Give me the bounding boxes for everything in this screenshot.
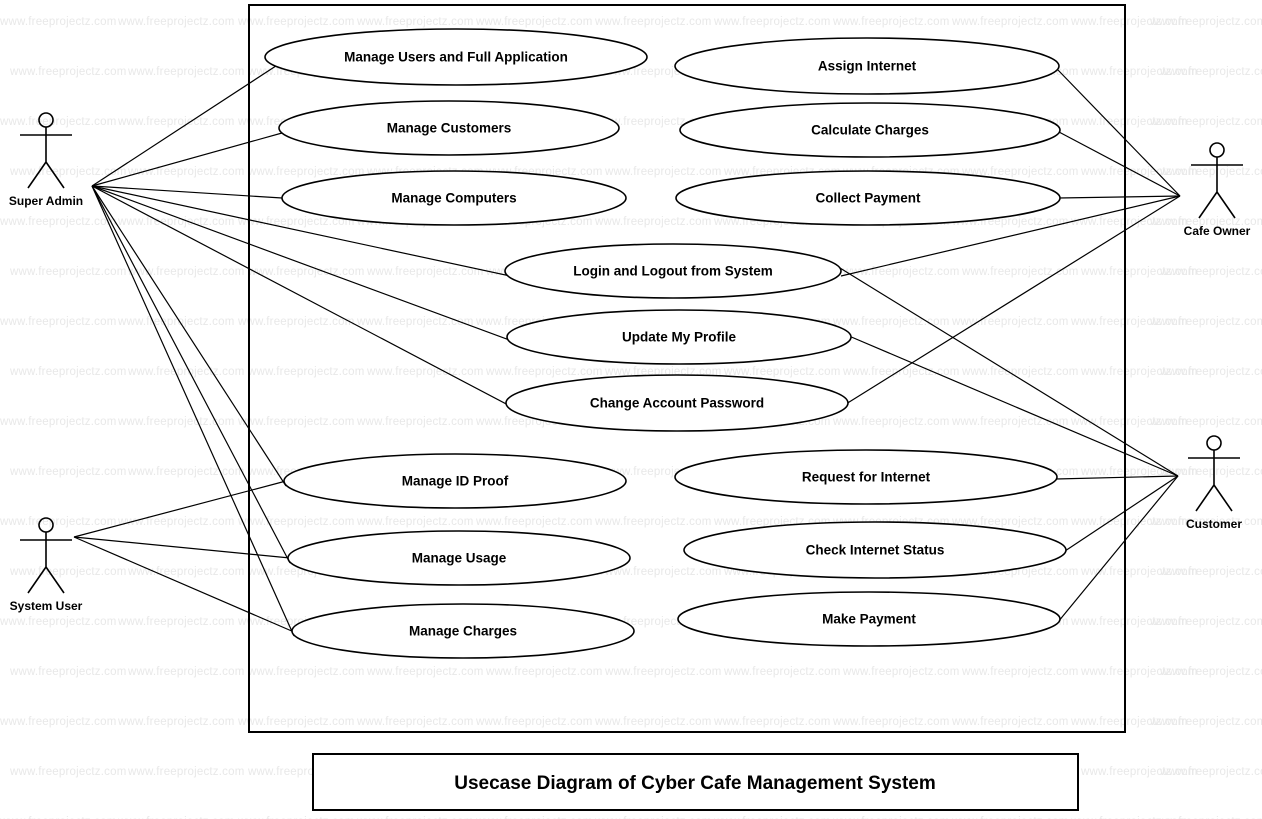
actor-label-system-user: System User — [10, 599, 83, 613]
usecase-oval-check-internet-status[interactable] — [683, 521, 1067, 579]
usecase-oval-manage-usage[interactable] — [287, 530, 631, 586]
usecase-label-assign-internet: Assign Internet — [818, 59, 917, 74]
assoc-cafeowner-calculate-charges — [1058, 131, 1181, 197]
assoc-cafeowner-assign-internet — [1057, 69, 1181, 197]
usecase-label-manage-computers: Manage Computers — [391, 191, 516, 206]
usecase-label-calculate-charges: Calculate Charges — [811, 123, 929, 138]
assoc-superadmin-manage-usage — [91, 185, 291, 564]
usecase-oval-change-account-password[interactable] — [505, 374, 849, 432]
usecase-label-update-my-profile: Update My Profile — [622, 330, 737, 345]
association-lines — [73, 61, 1181, 637]
assoc-systemuser-manage-charges — [73, 536, 295, 633]
usecase-oval-collect-payment[interactable] — [675, 170, 1061, 226]
usecase-label-manage-usage: Manage Usage — [412, 551, 507, 566]
assoc-cafeowner-collect-payment — [1058, 195, 1181, 199]
actor-label-customer: Customer — [1186, 517, 1242, 531]
assoc-superadmin-change-password — [91, 185, 511, 407]
assoc-systemuser-manage-usage — [73, 536, 291, 559]
assoc-cafeowner-change-password — [845, 195, 1181, 405]
usecase-oval-request-for-internet[interactable] — [674, 449, 1058, 505]
assoc-cafeowner-login-logout — [840, 195, 1181, 277]
usecase-label-collect-payment: Collect Payment — [815, 191, 921, 206]
actor-head-icon — [1209, 142, 1225, 158]
assoc-superadmin-manage-id-proof — [91, 185, 287, 487]
usecase-label-make-payment: Make Payment — [822, 612, 916, 627]
assoc-superadmin-login-logout — [91, 185, 511, 277]
actor-head-icon — [38, 112, 54, 128]
diagram-title: Usecase Diagram of Cyber Cafe Management… — [454, 773, 936, 794]
system-boundary — [248, 4, 1126, 733]
actor-body-icon — [20, 127, 72, 189]
usecase-label-manage-id-proof: Manage ID Proof — [402, 474, 509, 489]
title-box — [312, 753, 1079, 811]
actor-cafe-owner[interactable]: Cafe Owner — [1184, 142, 1251, 238]
actor-system-user[interactable]: System User — [10, 517, 83, 613]
usecase-oval-make-payment[interactable] — [677, 591, 1061, 647]
usecase-label-change-account-password: Change Account Password — [590, 396, 764, 411]
assoc-customer-login-logout — [839, 267, 1179, 477]
usecase-label-manage-charges: Manage Charges — [409, 624, 517, 639]
actor-body-icon — [20, 532, 72, 594]
usecase-label-manage-customers: Manage Customers — [387, 121, 512, 136]
actor-label-super-admin: Super Admin — [9, 194, 83, 208]
actor-head-icon — [38, 517, 54, 533]
usecase-group: Manage Users and Full ApplicationAssign … — [264, 28, 1067, 659]
usecase-oval-manage-computers[interactable] — [281, 170, 627, 226]
assoc-customer-check-status — [1061, 475, 1179, 554]
assoc-superadmin-update-profile — [91, 185, 513, 342]
usecase-oval-login-and-logout-from-system[interactable] — [504, 243, 842, 299]
assoc-customer-make-payment — [1057, 475, 1179, 623]
usecase-label-manage-users-and-full-application: Manage Users and Full Application — [344, 50, 568, 65]
usecase-oval-manage-charges[interactable] — [291, 603, 635, 659]
usecase-oval-manage-id-proof[interactable] — [283, 453, 627, 509]
usecase-oval-update-my-profile[interactable] — [506, 309, 852, 365]
assoc-customer-request-internet — [1055, 475, 1179, 480]
actor-head-icon — [1206, 435, 1222, 451]
assoc-superadmin-manage-charges — [91, 185, 295, 637]
usecase-label-request-for-internet: Request for Internet — [802, 470, 931, 485]
actor-label-cafe-owner: Cafe Owner — [1184, 224, 1251, 238]
actor-body-icon — [1191, 157, 1243, 219]
actor-customer[interactable]: Customer — [1186, 435, 1242, 531]
assoc-superadmin-manage-customers — [91, 132, 283, 187]
assoc-systemuser-manage-id-proof — [73, 480, 287, 538]
usecase-oval-calculate-charges[interactable] — [679, 102, 1061, 158]
assoc-superadmin-manage-computers — [91, 185, 283, 199]
usecase-oval-assign-internet[interactable] — [674, 37, 1060, 95]
actor-super-admin[interactable]: Super Admin — [9, 112, 83, 208]
usecase-label-login-and-logout-from-system: Login and Logout from System — [573, 264, 773, 279]
assoc-superadmin-manage-users — [91, 61, 283, 187]
usecase-oval-manage-users-and-full-application[interactable] — [264, 28, 648, 86]
assoc-customer-update-profile — [848, 335, 1179, 477]
usecase-label-check-internet-status: Check Internet Status — [806, 543, 945, 558]
usecase-oval-manage-customers[interactable] — [278, 100, 620, 156]
actor-body-icon — [1188, 450, 1240, 512]
